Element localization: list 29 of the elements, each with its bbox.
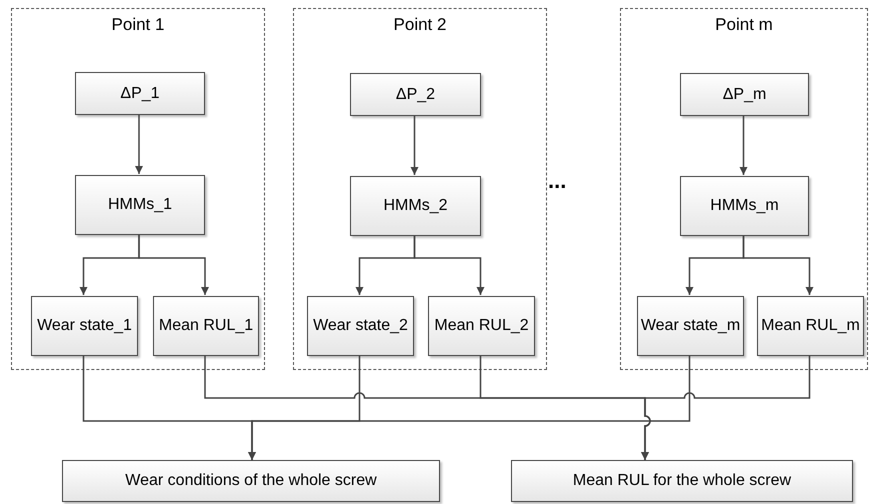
arrow — [742, 235, 814, 295]
process-box: HMMs_m — [680, 176, 809, 236]
arrow — [138, 234, 209, 295]
group-title: Point m — [714, 15, 774, 35]
process-box: HMMs_1 — [75, 175, 205, 235]
process-box: Wear state_1 — [31, 296, 138, 356]
process-box: ΔP_2 — [350, 73, 481, 116]
process-box: Mean RUL for the whole screw — [511, 460, 853, 502]
arrow — [410, 115, 418, 175]
ellipsis-label: ... — [548, 168, 566, 194]
dashed-group-box — [620, 8, 868, 370]
process-box: Wear state_2 — [307, 296, 414, 356]
process-box: Wear conditions of the whole screw — [62, 460, 440, 502]
arrow — [135, 114, 143, 174]
process-box: Mean RUL_2 — [428, 296, 535, 356]
group-title: Point 2 — [392, 15, 448, 35]
dashed-group-box — [293, 8, 547, 370]
process-box: Wear state_m — [637, 296, 744, 356]
arrow — [414, 235, 484, 295]
process-box: HMMs_2 — [350, 176, 481, 236]
group-title: Point 1 — [110, 15, 166, 35]
process-box: ΔP_m — [680, 73, 809, 116]
arrow — [641, 355, 810, 460]
process-box: ΔP_1 — [75, 72, 205, 115]
arrow — [248, 355, 690, 460]
arrow — [740, 115, 748, 175]
dashed-group-box — [11, 8, 265, 370]
process-box: Mean RUL_m — [757, 296, 864, 356]
process-box: Mean RUL_1 — [153, 296, 259, 356]
